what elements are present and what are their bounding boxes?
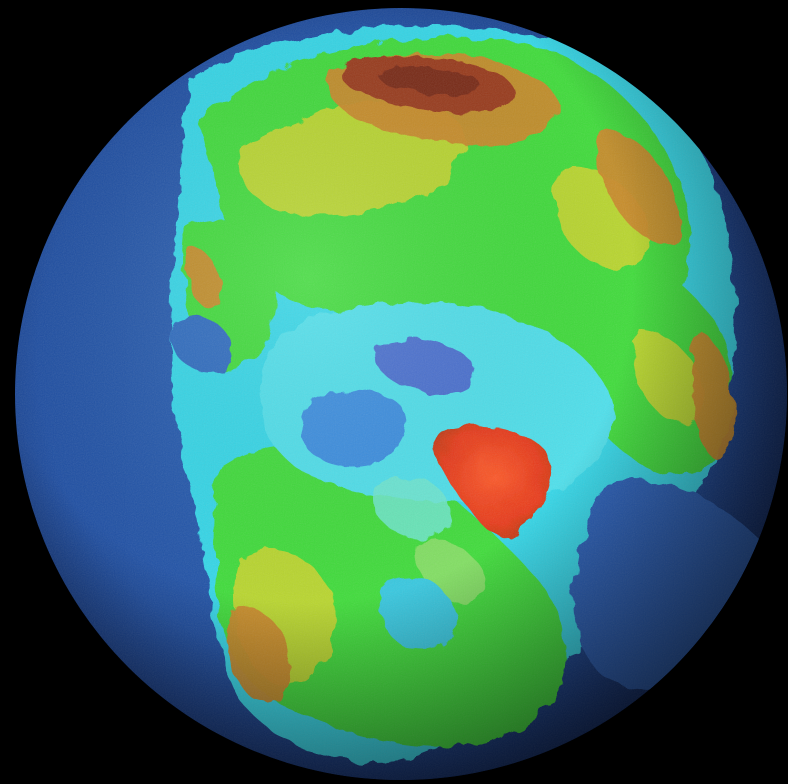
globe-shading — [15, 8, 787, 780]
